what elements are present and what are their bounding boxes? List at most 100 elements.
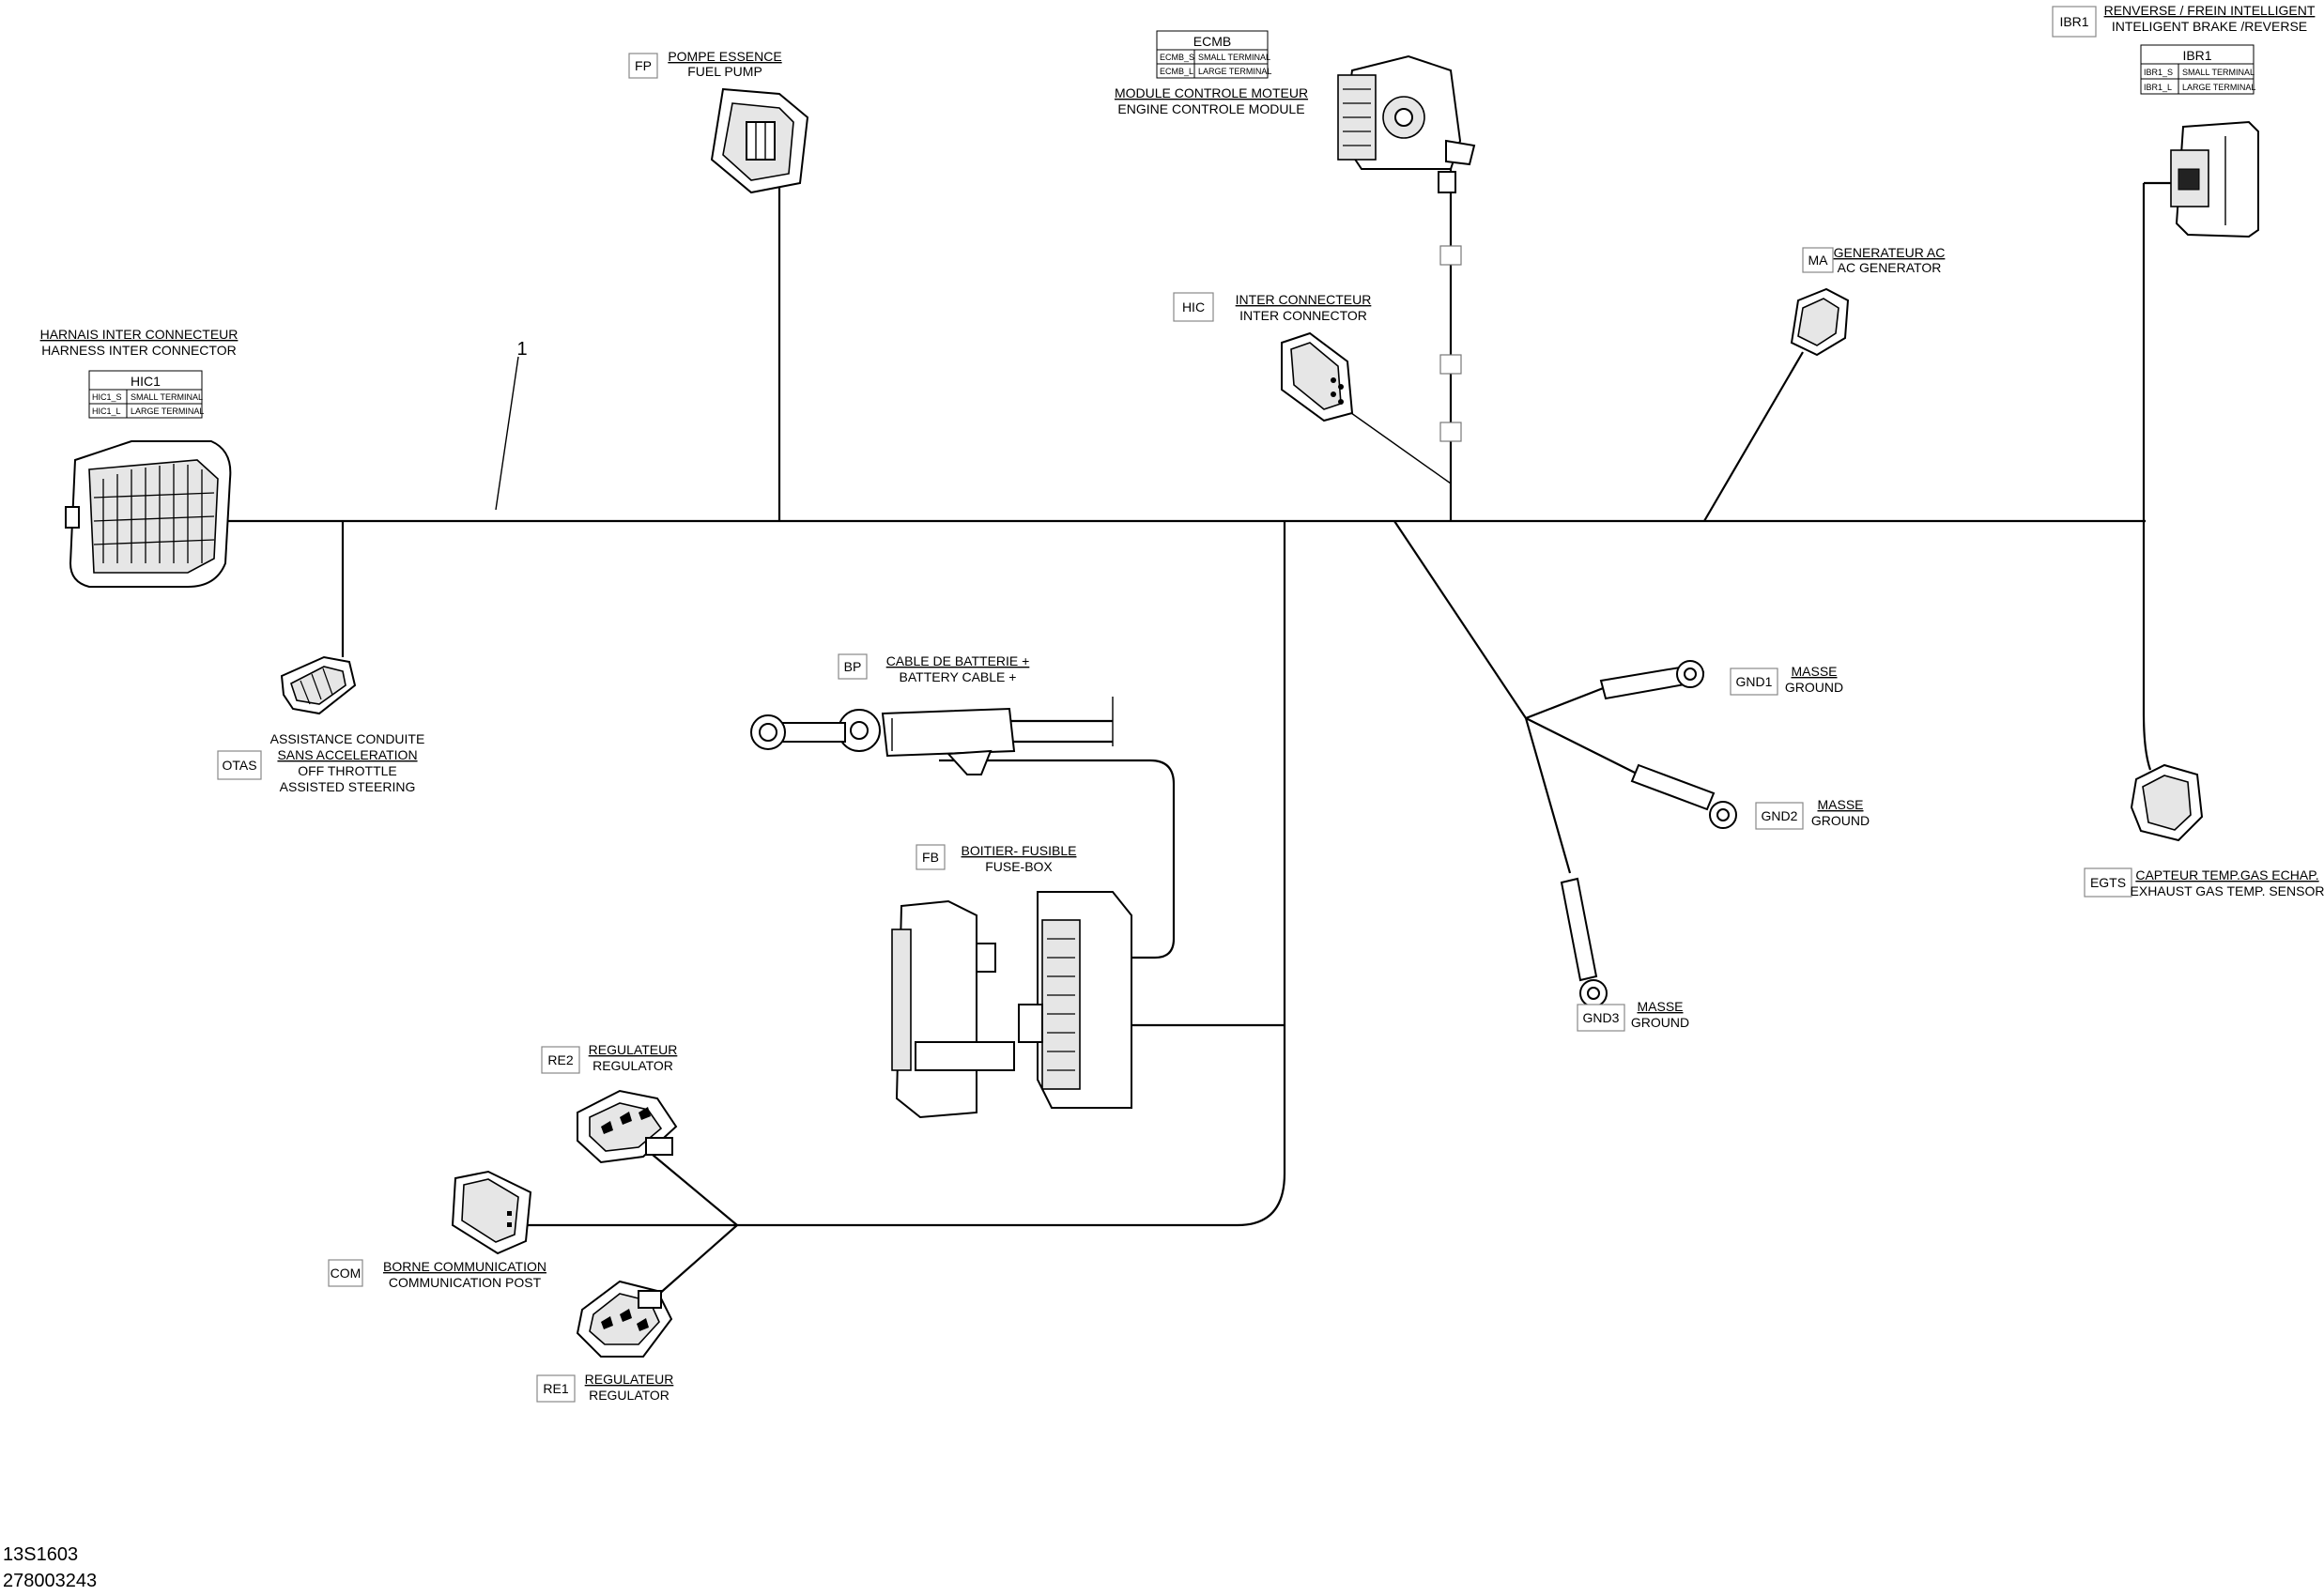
svg-text:GND2: GND2 (1762, 808, 1798, 823)
fuel-pump-label: FP POMPE ESSENCE FUEL PUMP (628, 49, 782, 79)
svg-text:ECMB_L: ECMB_L (1160, 67, 1193, 76)
com-label: COM BORNE COMMUNICATION COMMUNICATION PO… (328, 1259, 546, 1290)
svg-text:REGULATEUR: REGULATEUR (589, 1042, 678, 1057)
ground-3-terminal (1560, 877, 1608, 1007)
svg-text:HIC1: HIC1 (131, 374, 161, 389)
re2-label: RE2 REGULATEUR REGULATOR (541, 1042, 678, 1074)
svg-text:IBR1: IBR1 (2182, 48, 2211, 63)
svg-text:GND3: GND3 (1583, 1010, 1620, 1025)
svg-text:REGULATOR: REGULATOR (589, 1388, 669, 1403)
svg-text:FP: FP (635, 58, 652, 73)
svg-text:MA: MA (1808, 253, 1829, 268)
battery-cable (750, 697, 1114, 775)
callout-1: 1 (516, 339, 527, 360)
svg-text:SANS ACCELERATION: SANS ACCELERATION (277, 747, 417, 762)
svg-text:LARGE TERMINAL: LARGE TERMINAL (1198, 67, 1271, 76)
regulator-1-connector (576, 1280, 673, 1358)
re1-label: RE1 REGULATEUR REGULATOR (536, 1372, 674, 1403)
svg-text:EXHAUST GAS TEMP. SENSOR: EXHAUST GAS TEMP. SENSOR (2131, 883, 2324, 898)
svg-text:HARNESS INTER CONNECTOR: HARNESS INTER CONNECTOR (41, 343, 236, 358)
svg-text:POMPE ESSENCE: POMPE ESSENCE (668, 49, 781, 64)
svg-text:RENVERSE / FREIN INTELLIGENT: RENVERSE / FREIN INTELLIGENT (2104, 3, 2316, 18)
svg-text:REGULATEUR: REGULATEUR (585, 1372, 674, 1387)
svg-text:COMMUNICATION POST: COMMUNICATION POST (389, 1275, 542, 1290)
otas-connector (280, 655, 357, 715)
svg-text:REGULATOR: REGULATOR (593, 1058, 673, 1073)
svg-text:SMALL TERMINAL: SMALL TERMINAL (131, 392, 203, 402)
otas-label: OTAS ASSISTANCE CONDUITE SANS ACCELERATI… (217, 731, 425, 794)
svg-text:INTER CONNECTOR: INTER CONNECTOR (1239, 308, 1367, 323)
ibr1-connector (2170, 120, 2259, 238)
svg-text:FB: FB (922, 850, 939, 865)
ground-2-terminal (1630, 763, 1737, 829)
svg-text:BORNE COMMUNICATION: BORNE COMMUNICATION (383, 1259, 546, 1274)
svg-text:OTAS: OTAS (222, 758, 256, 773)
svg-text:SMALL TERMINAL: SMALL TERMINAL (1198, 53, 1270, 62)
hic-inter-connector (1281, 331, 1354, 422)
svg-text:IBR1: IBR1 (2059, 14, 2088, 29)
svg-text:ECMB: ECMB (1193, 34, 1231, 49)
harness-wires (225, 164, 2174, 1297)
svg-text:MASSE: MASSE (1817, 797, 1863, 812)
svg-text:IBR1_L: IBR1_L (2144, 83, 2172, 92)
svg-text:BP: BP (844, 659, 862, 674)
regulator-2-connector (577, 1089, 678, 1164)
ac-generator-connector (1790, 287, 1850, 357)
drawing-numbers: 13S1603 278003243 (3, 1544, 97, 1591)
ground-1-terminal (1599, 660, 1705, 700)
communication-post-connector (451, 1170, 532, 1255)
svg-text:ECMB_S: ECMB_S (1160, 53, 1194, 62)
svg-text:GND1: GND1 (1736, 674, 1773, 689)
svg-text:MASSE: MASSE (1791, 664, 1837, 679)
svg-text:GROUND: GROUND (1811, 813, 1870, 828)
svg-text:FUEL PUMP: FUEL PUMP (687, 64, 762, 79)
svg-text:ASSISTANCE CONDUITE: ASSISTANCE CONDUITE (270, 731, 425, 746)
svg-text:MASSE: MASSE (1637, 999, 1683, 1014)
svg-text:HIC1_L: HIC1_L (92, 407, 121, 416)
svg-text:CABLE DE BATTERIE +: CABLE DE BATTERIE + (886, 653, 1030, 668)
ecm-label: ECMB ECMB_S SMALL TERMINAL ECMB_L LARGE … (1115, 30, 1308, 116)
hic1-label: HARNAIS INTER CONNECTEUR HARNESS INTER C… (40, 327, 239, 419)
ibr1-label: IBR1 RENVERSE / FREIN INTELLIGENT INTELI… (2052, 3, 2316, 95)
egts-label: EGTS CAPTEUR TEMP.GAS ECHAP. EXHAUST GAS… (2084, 867, 2324, 898)
svg-text:HARNAIS INTER CONNECTEUR: HARNAIS INTER CONNECTEUR (40, 327, 239, 342)
gnd1-label: GND1 MASSE GROUND (1730, 664, 1843, 696)
svg-text:GENERATEUR AC: GENERATEUR AC (1834, 245, 1946, 260)
svg-text:AC GENERATOR: AC GENERATOR (1838, 260, 1942, 275)
svg-text:RE2: RE2 (547, 1052, 573, 1067)
svg-text:RE1: RE1 (543, 1381, 568, 1396)
svg-text:LARGE TERMINAL: LARGE TERMINAL (2182, 83, 2255, 92)
svg-text:LARGE TERMINAL: LARGE TERMINAL (131, 407, 204, 416)
svg-text:SMALL TERMINAL: SMALL TERMINAL (2182, 68, 2255, 77)
svg-text:GROUND: GROUND (1785, 680, 1843, 695)
svg-text:OFF THROTTLE: OFF THROTTLE (298, 763, 397, 778)
svg-text:13S1603: 13S1603 (3, 1544, 78, 1565)
svg-text:BOITIER- FUSIBLE: BOITIER- FUSIBLE (962, 843, 1077, 858)
fuel-pump-connector (710, 87, 809, 194)
svg-text:GROUND: GROUND (1631, 1015, 1689, 1030)
gnd3-label: GND3 MASSE GROUND (1577, 999, 1689, 1032)
svg-text:COM: COM (331, 1266, 362, 1281)
svg-text:INTER CONNECTEUR: INTER CONNECTEUR (1236, 292, 1372, 307)
svg-text:CAPTEUR TEMP.GAS ECHAP.: CAPTEUR TEMP.GAS ECHAP. (2135, 867, 2318, 882)
svg-text:ASSISTED STEERING: ASSISTED STEERING (280, 779, 416, 794)
svg-text:BATTERY CABLE +: BATTERY CABLE + (900, 669, 1017, 684)
svg-text:HIC1_S: HIC1_S (92, 392, 122, 402)
ecm-connector (1337, 54, 1476, 193)
fb-label: FB BOITIER- FUSIBLE FUSE-BOX (916, 843, 1076, 874)
ma-label: MA GENERATEUR AC AC GENERATOR (1802, 245, 1946, 275)
egts-connector (2130, 763, 2204, 842)
svg-text:MODULE CONTROLE MOTEUR: MODULE CONTROLE MOTEUR (1115, 85, 1308, 100)
svg-text:FUSE-BOX: FUSE-BOX (985, 859, 1053, 874)
bp-label: BP CABLE DE BATTERIE + BATTERY CABLE + (838, 653, 1030, 684)
svg-text:EGTS: EGTS (2090, 875, 2126, 890)
fuse-box (891, 891, 1132, 1119)
svg-text:IBR1_S: IBR1_S (2144, 68, 2173, 77)
hic1-connector (65, 440, 232, 588)
svg-text:INTELIGENT BRAKE /REVERSE: INTELIGENT BRAKE /REVERSE (2112, 19, 2307, 34)
svg-text:278003243: 278003243 (3, 1571, 97, 1591)
svg-text:ENGINE CONTROLE MODULE: ENGINE CONTROLE MODULE (1117, 101, 1304, 116)
hic-label: HIC INTER CONNECTEUR INTER CONNECTOR (1173, 292, 1372, 323)
gnd2-label: GND2 MASSE GROUND (1755, 797, 1870, 830)
svg-text:HIC: HIC (1182, 299, 1205, 315)
